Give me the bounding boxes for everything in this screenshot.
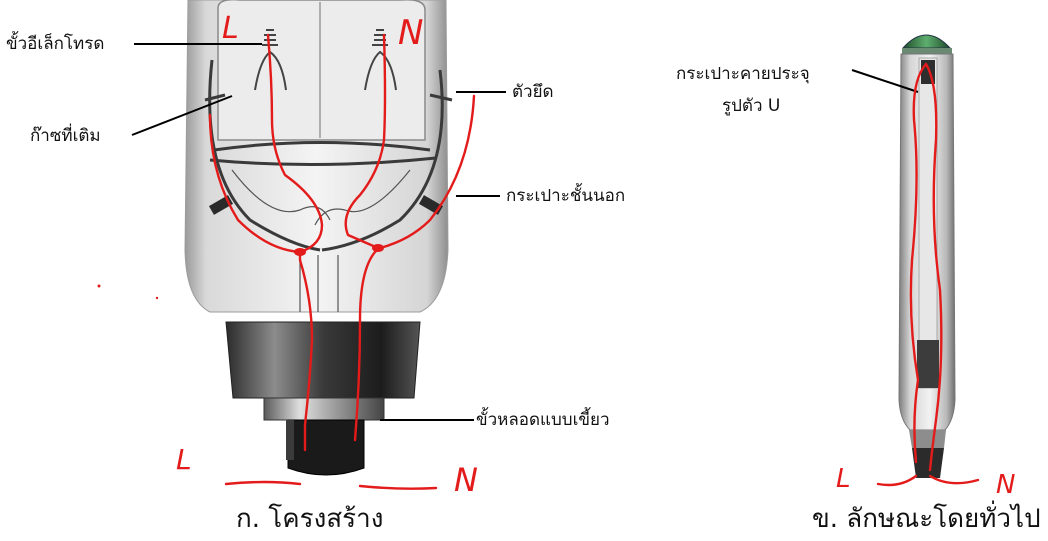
junction-dot-left (294, 248, 306, 256)
left-lead-l (226, 482, 300, 484)
mark-right-l: L (836, 466, 851, 492)
label-support: ตัวยึด (512, 82, 554, 102)
mark-bottom-l: L (176, 446, 192, 474)
junction-dot-right (372, 244, 384, 252)
label-outer-bulb: กระเปาะชั้นนอก (506, 186, 625, 206)
right-lead-l (878, 476, 916, 485)
mark-right-n: N (996, 472, 1015, 498)
label-discharge-tube-line1: กระเปาะคายประจุ (676, 64, 810, 84)
caption-structure: ก. โครงสร้าง (236, 504, 383, 534)
mark-bottom-n: N (454, 464, 478, 496)
mark-top-n: N (398, 16, 423, 50)
label-fill-gas: ก๊าซที่เติม (30, 126, 101, 146)
left-lead-n (360, 486, 436, 489)
caption-general-appearance: ข. ลักษณะโดยทั่วไป (812, 504, 1041, 534)
label-bayonet-base: ขั้วหลอดแบบเขี้ยว (476, 410, 610, 430)
right-lamp-illustration (899, 35, 955, 478)
label-electrode: ขั้วอีเล็กโทรด (6, 34, 104, 54)
label-discharge-tube-line2: รูปตัว U (722, 96, 780, 116)
mark-top-l: L (222, 14, 239, 44)
